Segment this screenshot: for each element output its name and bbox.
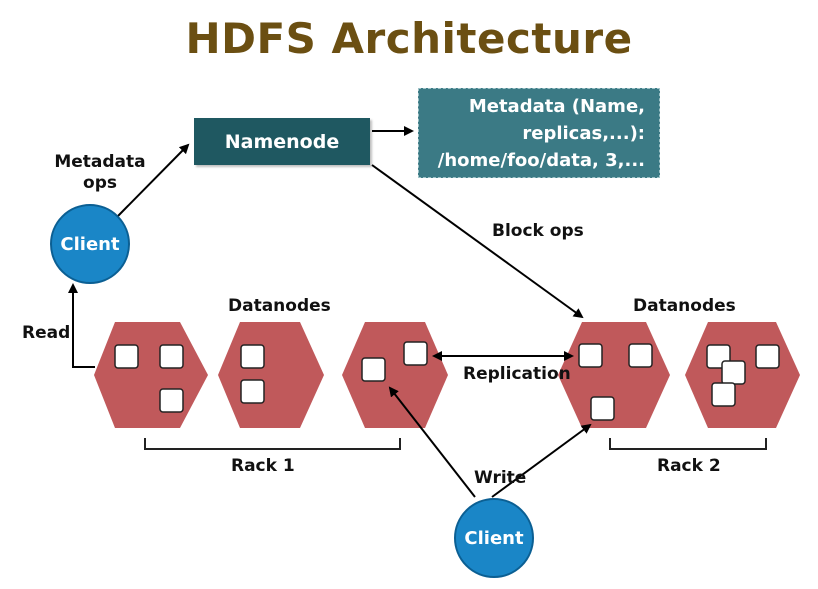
block [159, 344, 184, 369]
page-title: HDFS Architecture [185, 14, 633, 63]
metadata-line-3: /home/foo/data, 3,... [437, 149, 645, 171]
metadata-ops-label: Metadata ops [52, 152, 148, 194]
block [114, 344, 139, 369]
client-top: Client [50, 204, 130, 284]
block [240, 379, 265, 404]
replication-label: Replication [463, 364, 571, 384]
metadata-box: Metadata (Name, replicas,...): /home/foo… [418, 88, 660, 178]
block [240, 344, 265, 369]
block [711, 382, 736, 407]
metadata-line-2: replicas,...): [522, 122, 645, 144]
datanodes-left-label: Datanodes [228, 296, 331, 316]
write-label: Write [474, 468, 527, 488]
block [628, 343, 653, 368]
client-bottom: Client [454, 498, 534, 578]
rack1-bracket [144, 438, 401, 450]
metadata-ops-line-1: Metadata [54, 152, 146, 172]
rack1-label: Rack 1 [231, 456, 295, 476]
metadata-line-1: Metadata (Name, [468, 95, 645, 117]
read-label: Read [22, 323, 71, 343]
block [361, 357, 386, 382]
block [159, 388, 184, 413]
rack2-bracket [609, 438, 767, 450]
block [578, 343, 603, 368]
datanode-1 [94, 322, 208, 428]
block [721, 360, 746, 385]
datanode-2 [218, 322, 324, 428]
rack2-label: Rack 2 [657, 456, 721, 476]
block [755, 344, 780, 369]
block-ops-label: Block ops [492, 221, 584, 241]
datanodes-right-label: Datanodes [633, 296, 736, 316]
block [590, 396, 615, 421]
datanode-3 [342, 322, 448, 428]
block [403, 341, 428, 366]
namenode-box: Namenode [194, 118, 370, 165]
metadata-ops-line-2: ops [83, 173, 117, 193]
